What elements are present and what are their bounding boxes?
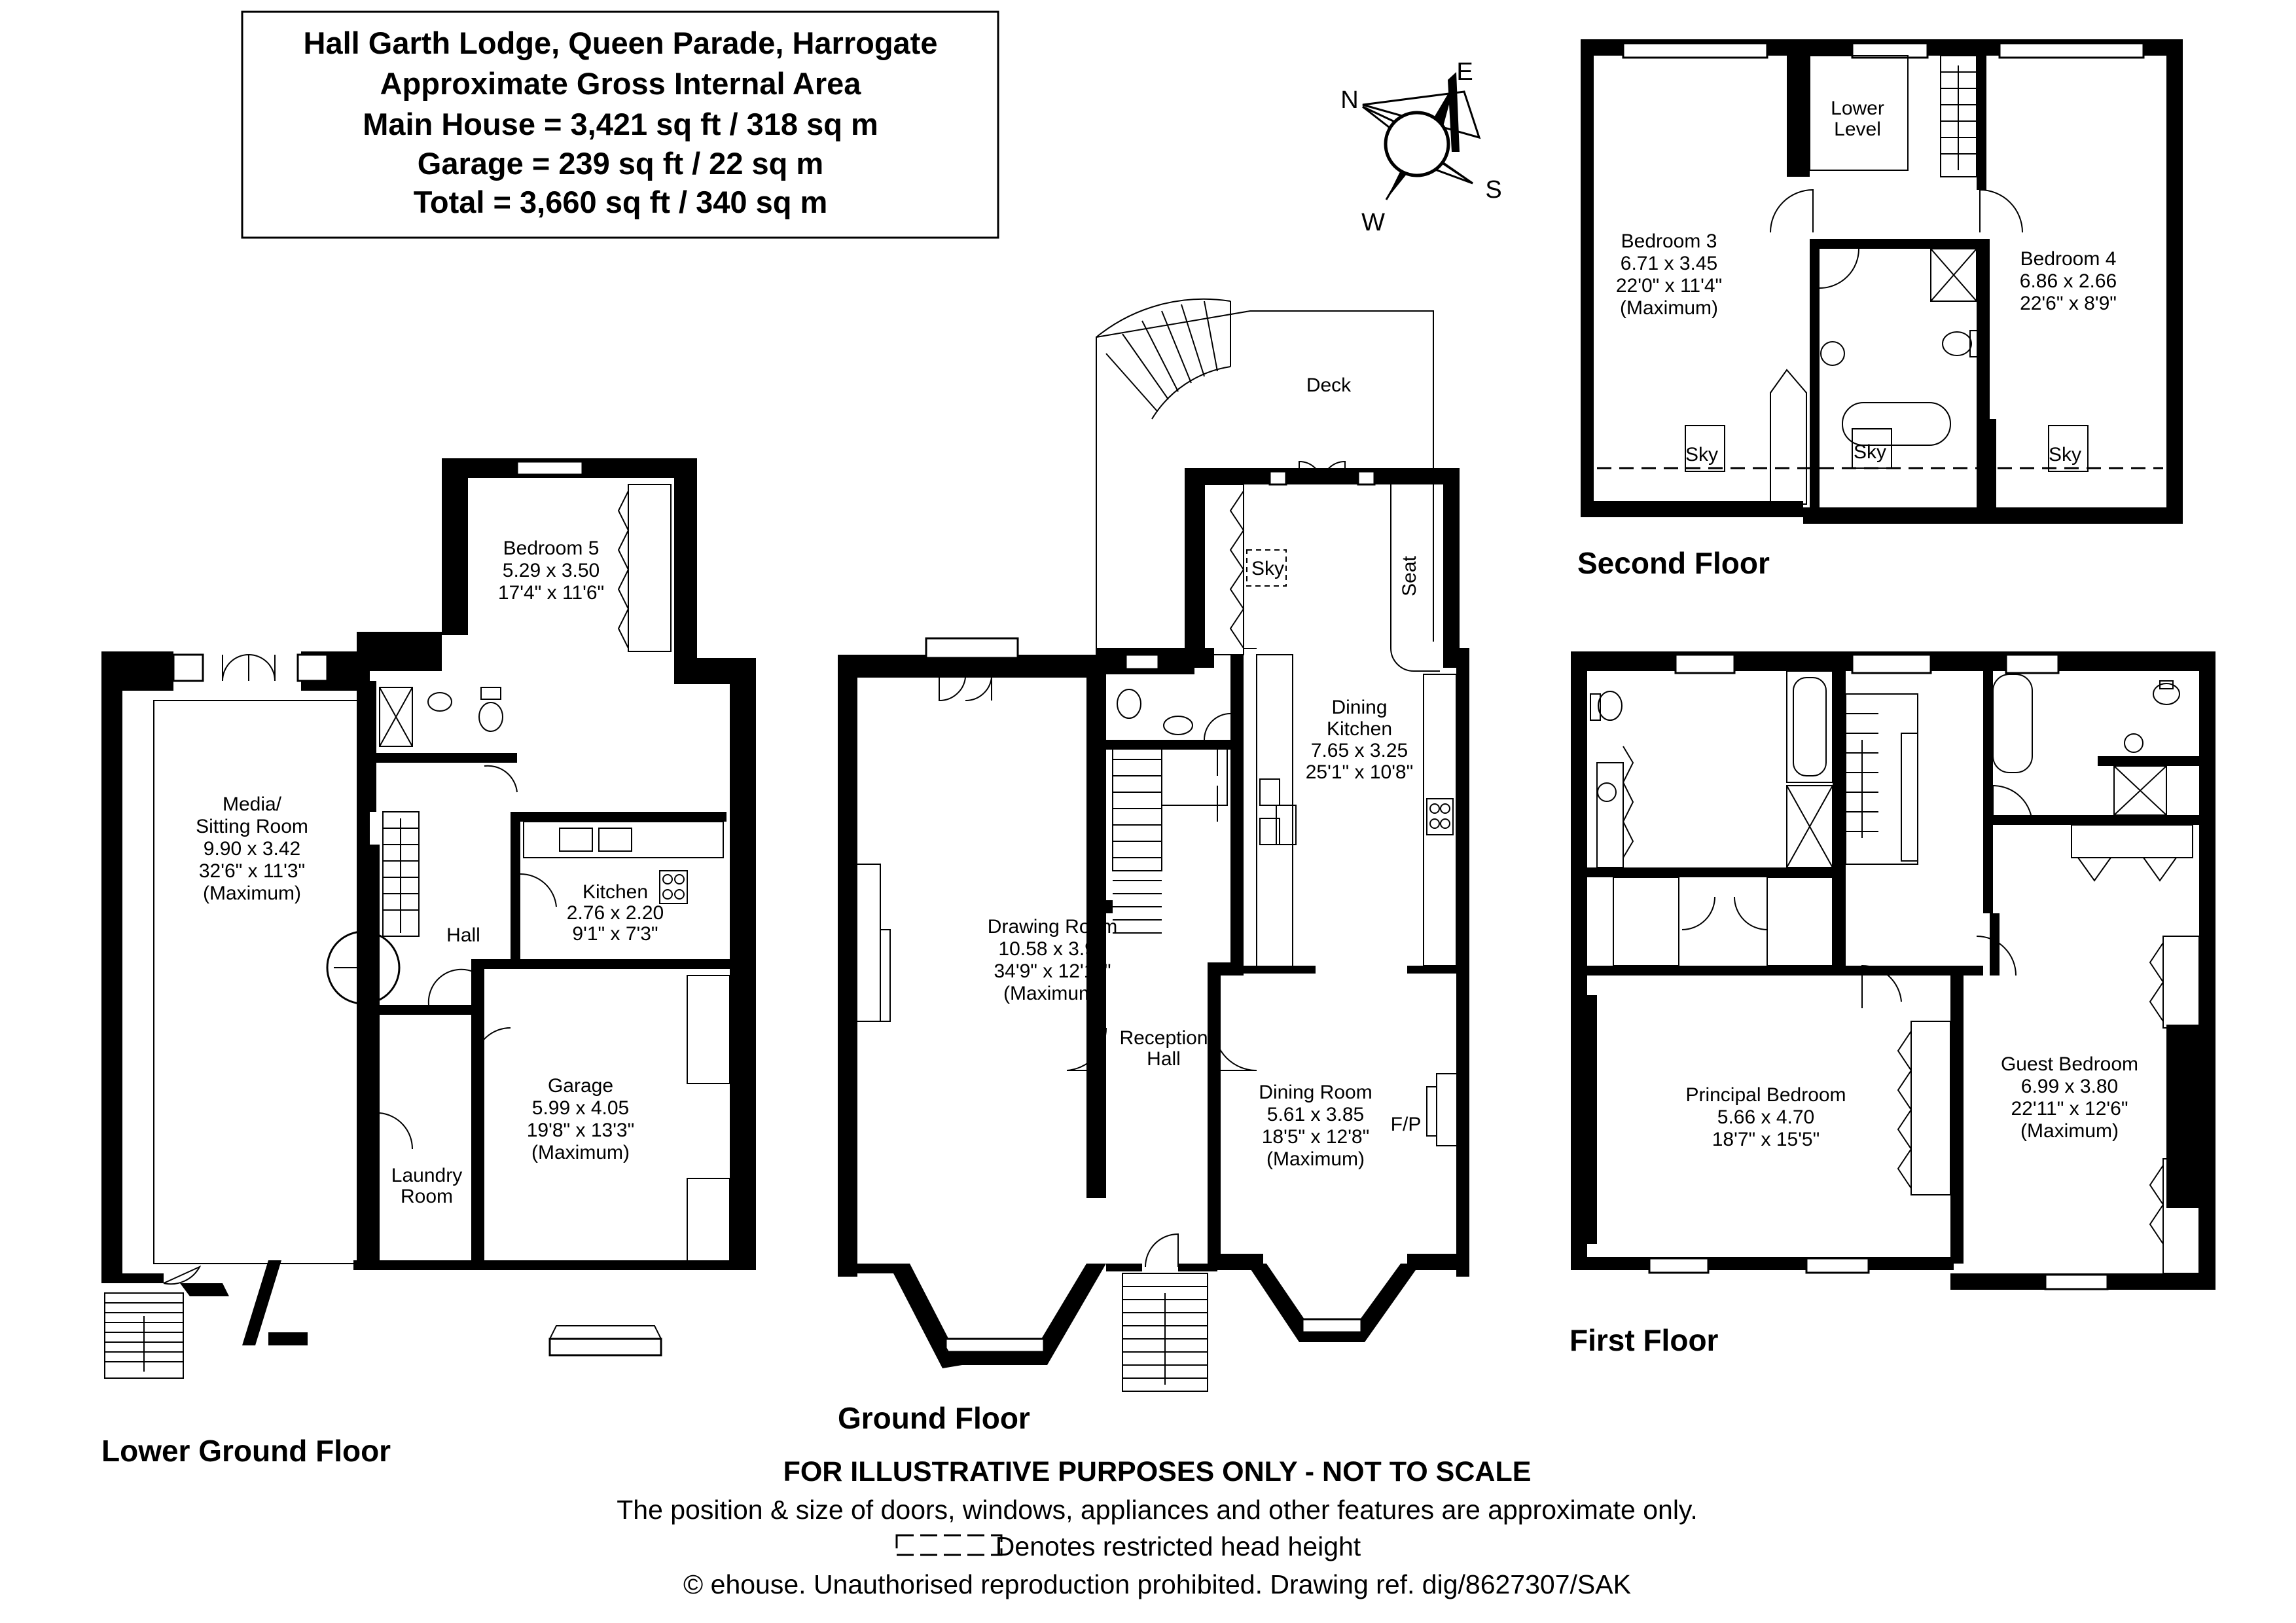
second-floor-stair [1940,55,1977,177]
principal-bedroom-dims-m: 5.66 x 4.70 [1717,1106,1814,1128]
sky-b4: Sky [2049,444,2081,465]
fireplace-label: F/P [1391,1114,1422,1135]
compass-s: S [1485,176,1501,204]
first-floor-plan: Principal Bedroom 5.66 x 4.70 18'7" x 15… [1570,651,2215,1357]
garage-dims-m: 5.99 x 4.05 [532,1097,629,1119]
restricted-head-height-key [895,1534,1003,1556]
reception-hall-label-2: Hall [1147,1048,1181,1070]
sky-b3: Sky [1685,444,1718,465]
kitchen-lg-dims-ft: 9'1" x 7'3" [572,923,658,945]
front-steps [1122,1273,1208,1392]
drawing-room-dims-m: 10.58 x 3.94 [998,938,1106,960]
external-stairs-lower [104,1292,184,1379]
garage-max: (Maximum) [531,1142,630,1163]
principal-bedroom-label: Principal Bedroom [1685,1084,1846,1106]
hall-label: Hall [446,924,480,946]
kitchen-lg-label: Kitchen [583,881,648,903]
bedroom3-max: (Maximum) [1620,297,1718,319]
ground-floor-plan: Sky Drawing Room 10.58 x 3.94 34'9" x 12… [838,298,1469,1435]
drawing-room-dims-ft: 34'9" x 12'11" [994,960,1111,982]
position-note: The position & size of doors, windows, a… [617,1495,1698,1525]
media-room-label-2: Sitting Room [196,816,308,837]
bedroom5-dims-ft: 17'4" x 11'6" [498,582,604,604]
compass-w: W [1361,209,1385,236]
copyright-note: © ehouse. Unauthorised reproduction proh… [683,1569,1631,1599]
guest-bedroom-dims-m: 6.99 x 3.80 [2021,1076,2118,1097]
guest-bedroom-dims-ft: 22'11" x 12'6" [2011,1098,2128,1120]
bedroom3-dims-m: 6.71 x 3.45 [1621,253,1717,274]
dining-kitchen-label-2: Kitchen [1327,718,1392,740]
drawing-room-max: (Maximum) [1003,983,1102,1004]
compass-e: E [1456,58,1473,86]
lower-level-label-2: Level [1834,119,1881,140]
compass-n: N [1340,86,1358,114]
disclaimer-text: FOR ILLUSTRATIVE PURPOSES ONLY - NOT TO … [783,1456,1532,1487]
deck-stairs [1096,298,1231,420]
dining-room-max: (Maximum) [1266,1148,1365,1170]
laundry-label-2: Room [401,1186,453,1207]
hall-staircase [382,811,420,937]
laundry-label-1: Laundry [391,1165,462,1186]
ground-floor-title: Ground Floor [838,1401,1030,1435]
deck-label: Deck [1306,374,1352,396]
garage-area: Garage = 239 sq ft / 22 sq m [418,146,823,181]
area-subtitle: Approximate Gross Internal Area [380,66,862,101]
sky-dk: Sky [1251,558,1284,579]
dining-room-dims-m: 5.61 x 3.85 [1267,1104,1364,1125]
total-area: Total = 3,660 sq ft / 340 sq m [414,185,828,219]
lower-ground-floor-plan: Media/ Sitting Room 9.90 x 3.42 32'6" x … [101,458,756,1468]
head-height-note: Denotes restricted head height [996,1531,1361,1561]
kitchen-lg-dims-m: 2.76 x 2.20 [567,902,664,924]
drawing-room-label: Drawing Room [988,916,1117,938]
bedroom3-label: Bedroom 3 [1621,230,1717,252]
footer-notes: FOR ILLUSTRATIVE PURPOSES ONLY - NOT TO … [617,1456,1698,1599]
dining-kitchen-dims-m: 7.65 x 3.25 [1311,740,1408,761]
bedroom3-dims-ft: 22'0" x 11'4" [1616,275,1722,297]
compass-icon: N E S W [1340,58,1501,236]
main-house-area: Main House = 3,421 sq ft / 318 sq m [363,107,878,141]
principal-bedroom-dims-ft: 18'7" x 15'5" [1712,1129,1820,1150]
guest-bedroom-label: Guest Bedroom [2001,1053,2138,1075]
media-room-dims-ft: 32'6" x 11'3" [199,860,305,882]
ground-staircase [1112,742,1228,934]
media-room-dims-m: 9.90 x 3.42 [204,838,300,860]
garage-dims-ft: 19'8" x 13'3" [527,1120,635,1141]
seat-label: Seat [1399,555,1420,596]
reception-hall-label-1: Reception [1119,1027,1208,1049]
media-room-max: (Maximum) [203,883,301,904]
dining-kitchen-dims-ft: 25'1" x 10'8" [1306,761,1414,783]
second-floor-title: Second Floor [1577,546,1770,580]
bedroom5-dims-m: 5.29 x 3.50 [503,560,600,581]
bedroom4-dims-ft: 22'6" x 8'9" [2020,293,2117,314]
first-floor-stair [1845,693,1918,865]
sky-bath: Sky [1854,441,1886,463]
property-title: Hall Garth Lodge, Queen Parade, Harrogat… [304,26,938,60]
bedroom5-label: Bedroom 5 [503,538,600,559]
dining-room-dims-ft: 18'5" x 12'8" [1262,1126,1370,1148]
first-floor-title: First Floor [1570,1323,1719,1357]
second-floor-plan: Lower Level Sky Sky Sky [1577,39,2183,580]
lower-ground-floor-title: Lower Ground Floor [101,1434,391,1468]
bedroom4-label: Bedroom 4 [2020,248,2117,270]
lower-level-label-1: Lower [1831,98,1884,119]
bedroom4-dims-m: 6.86 x 2.66 [2020,270,2117,292]
garage-label: Garage [548,1075,613,1097]
area-summary-box: Hall Garth Lodge, Queen Parade, Harrogat… [241,10,999,239]
dining-kitchen-label-1: Dining [1331,697,1387,718]
dining-room-label: Dining Room [1259,1082,1372,1103]
media-room-label-1: Media/ [223,793,282,815]
guest-bedroom-max: (Maximum) [2020,1120,2119,1142]
